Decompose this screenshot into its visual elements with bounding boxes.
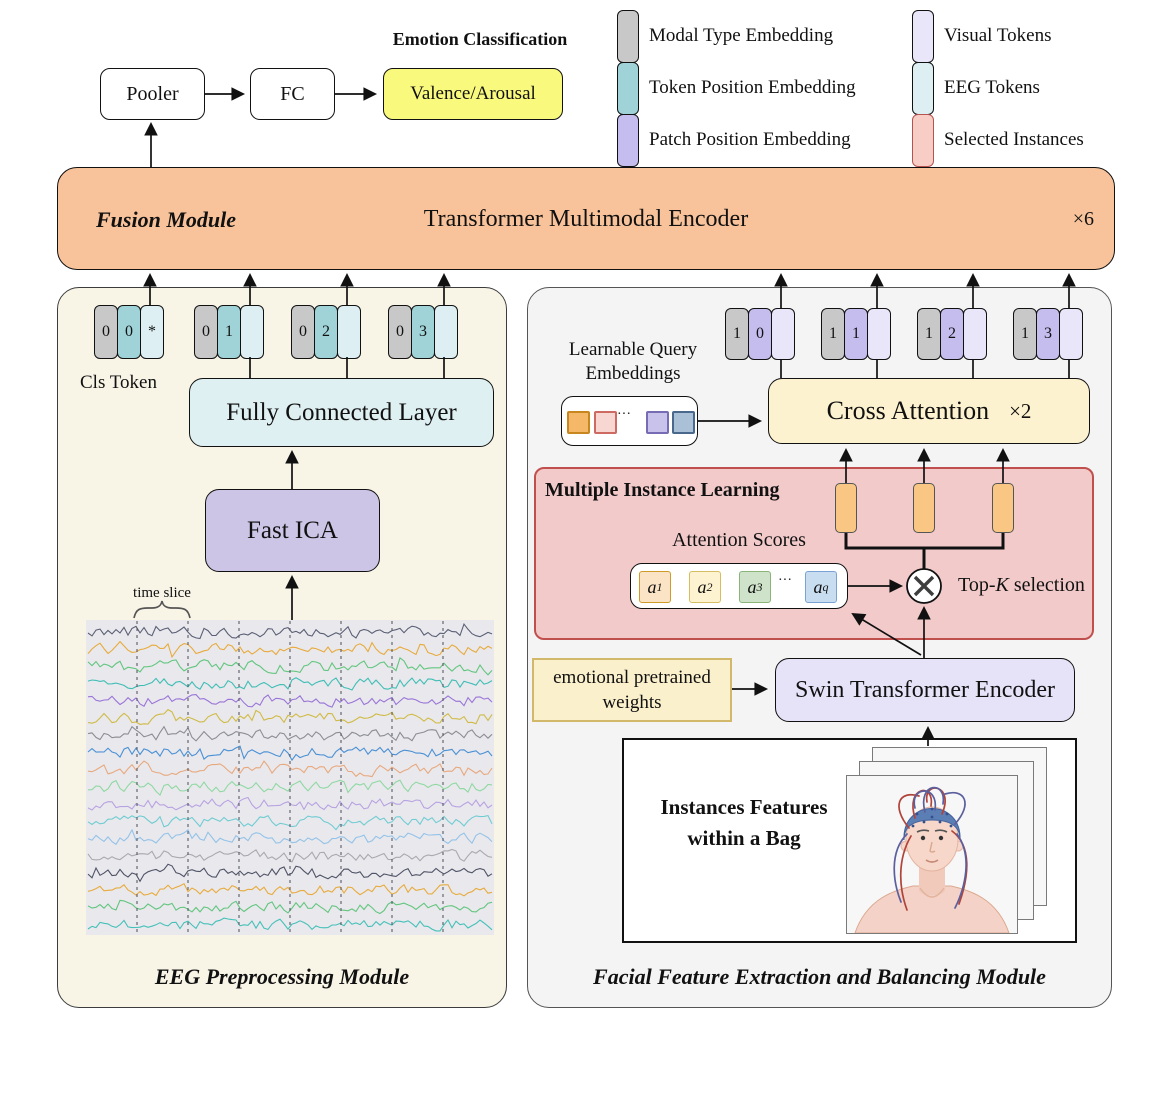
cross-attention-label: Cross Attention bbox=[826, 396, 990, 425]
transformer-encoder-label: Transformer Multimodal Encoder bbox=[423, 206, 749, 232]
legend-swatch-token-position bbox=[617, 62, 639, 115]
legend-label-visual-tokens: Visual Tokens bbox=[944, 25, 1052, 46]
fast-ica-box: Fast ICA bbox=[205, 489, 380, 572]
legend-swatch-selected-instances bbox=[912, 114, 934, 167]
token-modal-type: 1 bbox=[821, 308, 845, 360]
token-position: 2 bbox=[314, 305, 338, 359]
learnable-query-label-line2: Embeddings bbox=[585, 363, 681, 384]
pretrained-weights-box: emotional pretrained weights bbox=[532, 658, 732, 722]
bag-label-line2: within a Bag bbox=[687, 825, 801, 850]
valence-arousal-box: Valence/Arousal bbox=[383, 68, 563, 120]
attention-scores-label: Attention Scores bbox=[672, 528, 806, 551]
token-modal-type: 0 bbox=[194, 305, 218, 359]
legend-swatch-patch-position bbox=[617, 114, 639, 167]
legend-label-patch-position: Patch Position Embedding bbox=[649, 129, 851, 150]
swin-transformer-box: Swin Transformer Encoder bbox=[775, 658, 1075, 722]
learnable-query-embeddings-box: ··· bbox=[561, 396, 698, 446]
query-square-pink bbox=[594, 411, 617, 434]
token-position: 3 bbox=[1036, 308, 1060, 360]
score-dots: ··· bbox=[778, 573, 792, 588]
token-visual bbox=[771, 308, 795, 360]
token-position: 2 bbox=[940, 308, 964, 360]
query-square-blue bbox=[672, 411, 695, 434]
legend-swatch-eeg-tokens bbox=[912, 62, 934, 115]
token-modal-type: 0 bbox=[388, 305, 412, 359]
token-position: 1 bbox=[844, 308, 868, 360]
fc-box: FC bbox=[250, 68, 335, 120]
fusion-module-bar: Fusion Module Transformer Multimodal Enc… bbox=[57, 167, 1115, 270]
mil-title: Multiple Instance Learning bbox=[545, 479, 780, 501]
selected-instance-bar-3 bbox=[992, 483, 1014, 533]
cross-attention-box: Cross Attention ×2 bbox=[768, 378, 1090, 444]
query-square-orange bbox=[567, 411, 590, 434]
token-visual bbox=[963, 308, 987, 360]
selected-instance-bar-1 bbox=[835, 483, 857, 533]
legend-label-selected-instances: Selected Instances bbox=[944, 129, 1084, 150]
instance-card-front bbox=[846, 775, 1018, 934]
eeg-panel-title: EEG Preprocessing Module bbox=[154, 964, 410, 989]
token-modal-type: 1 bbox=[1013, 308, 1037, 360]
eeg-signal-plot bbox=[86, 620, 494, 935]
query-dots: ··· bbox=[617, 407, 631, 422]
token-modal-type: 1 bbox=[725, 308, 749, 360]
face-panel-title: Facial Feature Extraction and Balancing … bbox=[593, 964, 1046, 989]
legend-swatch-visual-tokens bbox=[912, 10, 934, 63]
token-modal-type: 0 bbox=[291, 305, 315, 359]
pooler-box: Pooler bbox=[100, 68, 205, 120]
token-position: 3 bbox=[411, 305, 435, 359]
query-square-purple bbox=[646, 411, 669, 434]
token-eeg bbox=[240, 305, 264, 359]
token-position: 0 bbox=[117, 305, 141, 359]
token-position: 1 bbox=[217, 305, 241, 359]
eeg-cap-person-illustration bbox=[854, 786, 1010, 934]
legend-swatch-modal-type bbox=[617, 10, 639, 63]
time-slice-label: time slice bbox=[133, 584, 191, 601]
fusion-repeat-count: ×6 bbox=[1072, 208, 1094, 230]
topk-selection-label: Top-K selection bbox=[958, 574, 1085, 596]
bag-label-line1: Instances Features bbox=[660, 794, 828, 819]
selected-instance-bar-2 bbox=[913, 483, 935, 533]
fully-connected-layer-box: Fully Connected Layer bbox=[189, 378, 494, 447]
cross-attention-repeat: ×2 bbox=[1009, 398, 1032, 423]
token-eeg bbox=[434, 305, 458, 359]
legend-label-modal-type: Modal Type Embedding bbox=[649, 25, 834, 46]
learnable-query-label-line1: Learnable Query bbox=[568, 339, 698, 360]
token-visual bbox=[1059, 308, 1083, 360]
cls-token-label: Cls Token bbox=[80, 372, 157, 393]
emotion-classification-title: Emotion Classification bbox=[392, 28, 568, 49]
legend-label-token-position: Token Position Embedding bbox=[649, 77, 856, 98]
fusion-module-label: Fusion Module bbox=[96, 206, 236, 232]
token-modal-type: 0 bbox=[94, 305, 118, 359]
token-visual bbox=[867, 308, 891, 360]
token-modal-type: 1 bbox=[917, 308, 941, 360]
token-eeg bbox=[337, 305, 361, 359]
legend-label-eeg-tokens: EEG Tokens bbox=[944, 77, 1040, 98]
token-eeg: * bbox=[140, 305, 164, 359]
token-position: 0 bbox=[748, 308, 772, 360]
